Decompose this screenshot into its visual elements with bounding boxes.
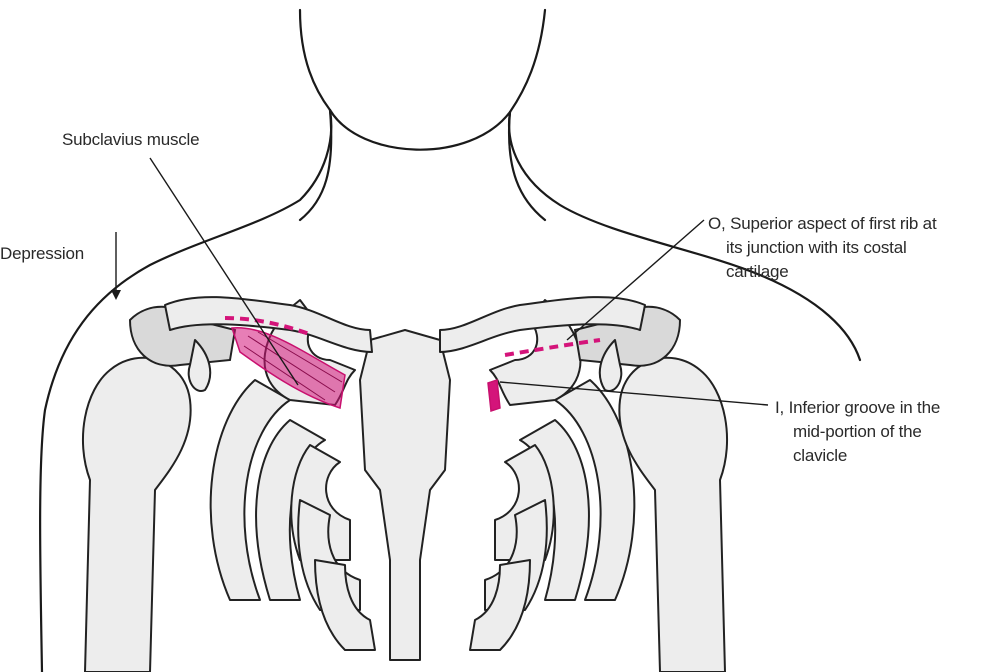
depression-label-text: Depression bbox=[0, 242, 84, 266]
origin-line-2: its junction with its costal bbox=[708, 236, 936, 260]
insertion-label: I, Inferior groove in the mid-portion of… bbox=[775, 396, 940, 468]
neck-right bbox=[509, 112, 545, 220]
origin-line-3: cartilage bbox=[708, 260, 936, 284]
subclavius-muscle-label: Subclavius muscle bbox=[62, 128, 199, 152]
humerus-right bbox=[619, 358, 727, 672]
insertion-line-1: I, Inferior groove in the bbox=[775, 396, 940, 420]
subclavius-label-text: Subclavius muscle bbox=[62, 128, 199, 152]
depression-label: Depression bbox=[0, 242, 84, 266]
sternum bbox=[360, 330, 450, 660]
origin-label: O, Superior aspect of first rib at its j… bbox=[708, 212, 936, 284]
ribcage-right bbox=[470, 380, 634, 650]
neck-left bbox=[300, 110, 331, 220]
jaw-line bbox=[330, 110, 510, 150]
origin-line-1: O, Superior aspect of first rib at bbox=[708, 212, 936, 236]
insertion-line-2: mid-portion of the bbox=[775, 420, 940, 444]
humerus-left bbox=[83, 358, 191, 672]
depression-arrowhead bbox=[111, 290, 121, 300]
insertion-line-3: clavicle bbox=[775, 444, 940, 468]
ribcage-left bbox=[211, 380, 375, 650]
